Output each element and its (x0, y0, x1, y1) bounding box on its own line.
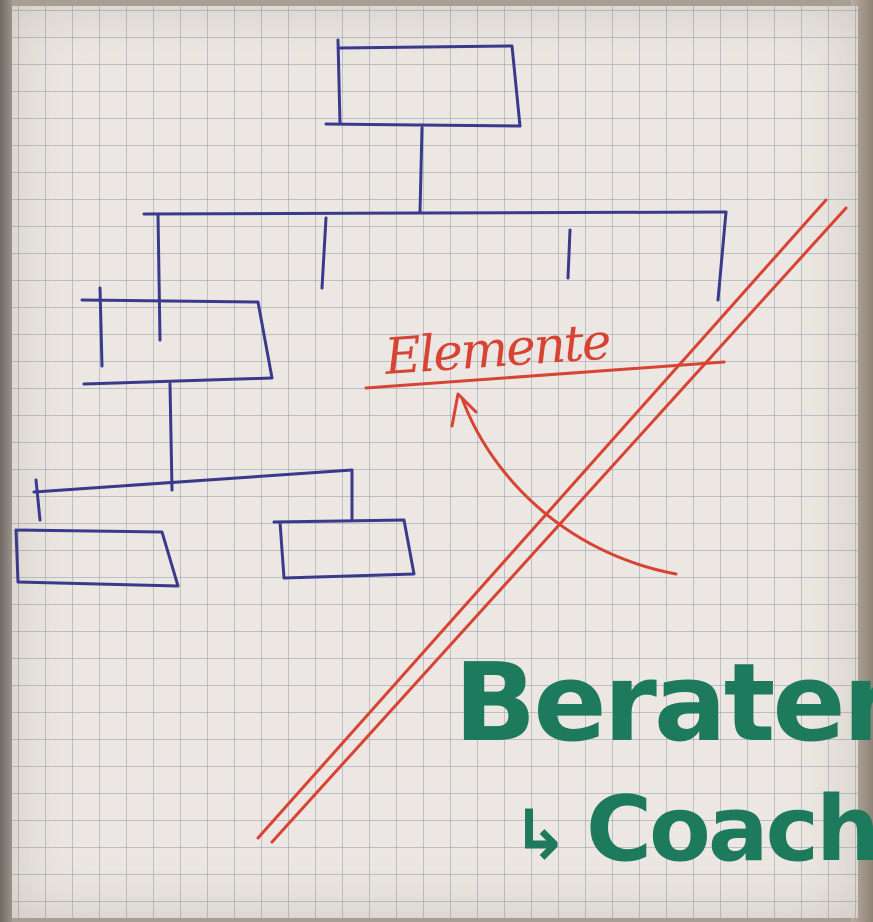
label-coach: Coach (586, 777, 873, 882)
org-drop-1 (158, 214, 160, 340)
org-drop-4 (718, 212, 726, 300)
org-drop-3 (568, 230, 570, 278)
org-drop-2 (322, 218, 326, 288)
org-box-middle (82, 288, 272, 384)
org-bar-level1 (144, 212, 726, 214)
org-box-bottom-right (274, 520, 414, 578)
curved-arrow (462, 398, 676, 574)
arrow-glyph-icon: ↳ (512, 796, 566, 875)
org-connector-middle (170, 384, 172, 490)
org-box-top (326, 40, 520, 126)
org-box-bottom-left (16, 530, 178, 586)
org-connector-top (420, 128, 422, 212)
org-drop-5 (36, 480, 40, 520)
org-chart (16, 40, 726, 586)
label-elemente: Elemente (382, 312, 612, 386)
org-bar-level2 (34, 470, 352, 520)
label-beraterin: BeraterIn (454, 641, 873, 766)
